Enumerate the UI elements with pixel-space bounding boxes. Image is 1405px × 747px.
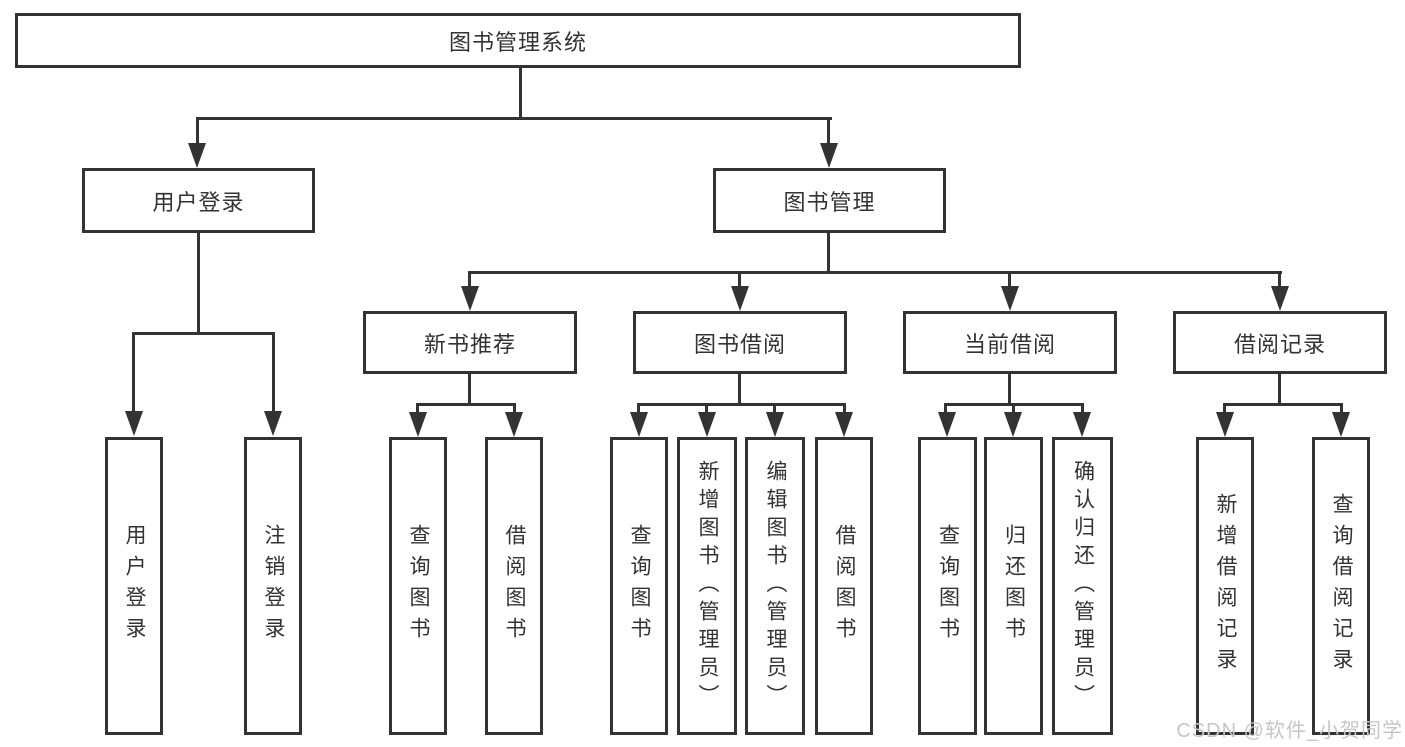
node-leaf-return-books: 归还图书 — [984, 437, 1043, 735]
node-borrow-record: 借阅记录 — [1173, 311, 1387, 374]
node-leaf-user-login: 用户登录 — [105, 437, 163, 735]
node-leaf-recommend-borrow-books: 借阅图书 — [485, 437, 543, 735]
arrowhead-down-icon — [1216, 412, 1234, 437]
node-leaf-query-borrow-record: 查询借阅记录 — [1312, 437, 1370, 735]
arrowhead-down-icon — [938, 412, 956, 437]
connector-line — [1278, 374, 1281, 406]
arrowhead-down-icon — [835, 412, 853, 437]
node-leaf-borrow-borrow-books-label: 借阅图书 — [833, 524, 857, 648]
arrowhead-down-icon — [820, 143, 838, 168]
node-leaf-logout: 注销登录 — [244, 437, 302, 735]
node-leaf-add-borrow-record: 新增借阅记录 — [1196, 437, 1254, 735]
node-user-login-label: 用户登录 — [152, 189, 245, 215]
node-root-label: 图书管理系统 — [448, 29, 587, 55]
arrowhead-down-icon — [188, 143, 206, 168]
arrowhead-down-icon — [1332, 412, 1350, 437]
node-book-management: 图书管理 — [713, 168, 946, 233]
connector-line — [1012, 403, 1015, 413]
connector-line — [196, 117, 199, 147]
arrowhead-down-icon — [409, 412, 427, 437]
connector-line — [1008, 271, 1011, 287]
connector-line — [1278, 271, 1281, 287]
connector-line — [468, 271, 1282, 274]
node-user-login: 用户登录 — [82, 168, 315, 233]
arrowhead-down-icon — [731, 286, 749, 311]
node-leaf-recommend-query-books: 查询图书 — [389, 437, 447, 735]
arrowhead-down-icon — [1001, 286, 1019, 311]
node-leaf-current-query-books-label: 查询图书 — [936, 524, 960, 648]
connector-line — [1223, 403, 1226, 413]
connector-line — [519, 68, 522, 120]
node-leaf-borrow-borrow-books: 借阅图书 — [815, 437, 873, 735]
connector-line — [197, 233, 200, 335]
connector-line — [1223, 403, 1343, 406]
connector-line — [705, 403, 708, 413]
node-leaf-borrow-query-books: 查询图书 — [610, 437, 668, 735]
node-leaf-confirm-return-admin: 确认归还（管理员） — [1052, 437, 1113, 735]
connector-line — [1081, 403, 1084, 413]
arrowhead-down-icon — [766, 412, 784, 437]
arrowhead-down-icon — [698, 412, 716, 437]
connector-line — [1008, 374, 1011, 406]
connector-line — [468, 374, 471, 406]
connector-line — [738, 271, 741, 287]
connector-line — [272, 332, 275, 412]
node-leaf-logout-label: 注销登录 — [262, 524, 286, 648]
node-new-book-recommend-label: 新书推荐 — [423, 331, 516, 357]
node-new-book-recommend: 新书推荐 — [363, 311, 577, 374]
node-leaf-add-borrow-record-label: 新增借阅记录 — [1214, 493, 1238, 679]
node-leaf-confirm-return-admin-label: 确认归还（管理员） — [1071, 460, 1095, 712]
arrowhead-down-icon — [505, 412, 523, 437]
arrowhead-down-icon — [461, 286, 479, 311]
node-leaf-user-login-label: 用户登录 — [123, 524, 147, 648]
node-leaf-edit-books-admin-label: 编辑图书（管理员） — [764, 460, 788, 712]
connector-line — [196, 117, 832, 120]
node-leaf-return-books-label: 归还图书 — [1002, 524, 1026, 648]
connector-line — [132, 332, 275, 335]
node-current-borrow: 当前借阅 — [903, 311, 1117, 374]
node-book-management-label: 图书管理 — [783, 189, 876, 215]
node-current-borrow-label: 当前借阅 — [963, 331, 1056, 357]
arrowhead-down-icon — [1271, 286, 1289, 311]
connector-line — [132, 332, 135, 412]
connector-line — [513, 403, 516, 413]
node-leaf-query-borrow-record-label: 查询借阅记录 — [1330, 493, 1354, 679]
node-leaf-add-books-admin-label: 新增图书（管理员） — [696, 460, 720, 712]
node-leaf-recommend-borrow-books-label: 借阅图书 — [503, 524, 527, 648]
node-leaf-recommend-query-books-label: 查询图书 — [407, 524, 431, 648]
connector-line — [416, 403, 419, 413]
connector-line — [827, 117, 830, 147]
node-book-borrow-label: 图书借阅 — [693, 331, 786, 357]
connector-line — [738, 374, 741, 406]
connector-line — [773, 403, 776, 413]
arrowhead-down-icon — [630, 412, 648, 437]
node-root: 图书管理系统 — [15, 13, 1021, 68]
arrowhead-down-icon — [264, 411, 282, 436]
connector-line — [1340, 403, 1343, 413]
connector-line — [843, 403, 846, 413]
arrowhead-down-icon — [125, 411, 143, 436]
node-book-borrow: 图书借阅 — [633, 311, 847, 374]
node-leaf-borrow-query-books-label: 查询图书 — [628, 524, 652, 648]
arrowhead-down-icon — [1073, 412, 1091, 437]
node-borrow-record-label: 借阅记录 — [1233, 331, 1326, 357]
node-leaf-add-books-admin: 新增图书（管理员） — [677, 437, 737, 735]
node-leaf-edit-books-admin: 编辑图书（管理员） — [745, 437, 805, 735]
connector-line — [416, 403, 516, 406]
connector-line — [944, 403, 947, 413]
node-leaf-current-query-books: 查询图书 — [918, 437, 977, 735]
connector-line — [468, 271, 471, 287]
connector-line — [637, 403, 640, 413]
connector-line — [827, 233, 830, 274]
connector-line — [637, 403, 846, 406]
csdn-watermark: CSDN @软件_小贺同学 — [1176, 720, 1403, 742]
arrowhead-down-icon — [1004, 412, 1022, 437]
